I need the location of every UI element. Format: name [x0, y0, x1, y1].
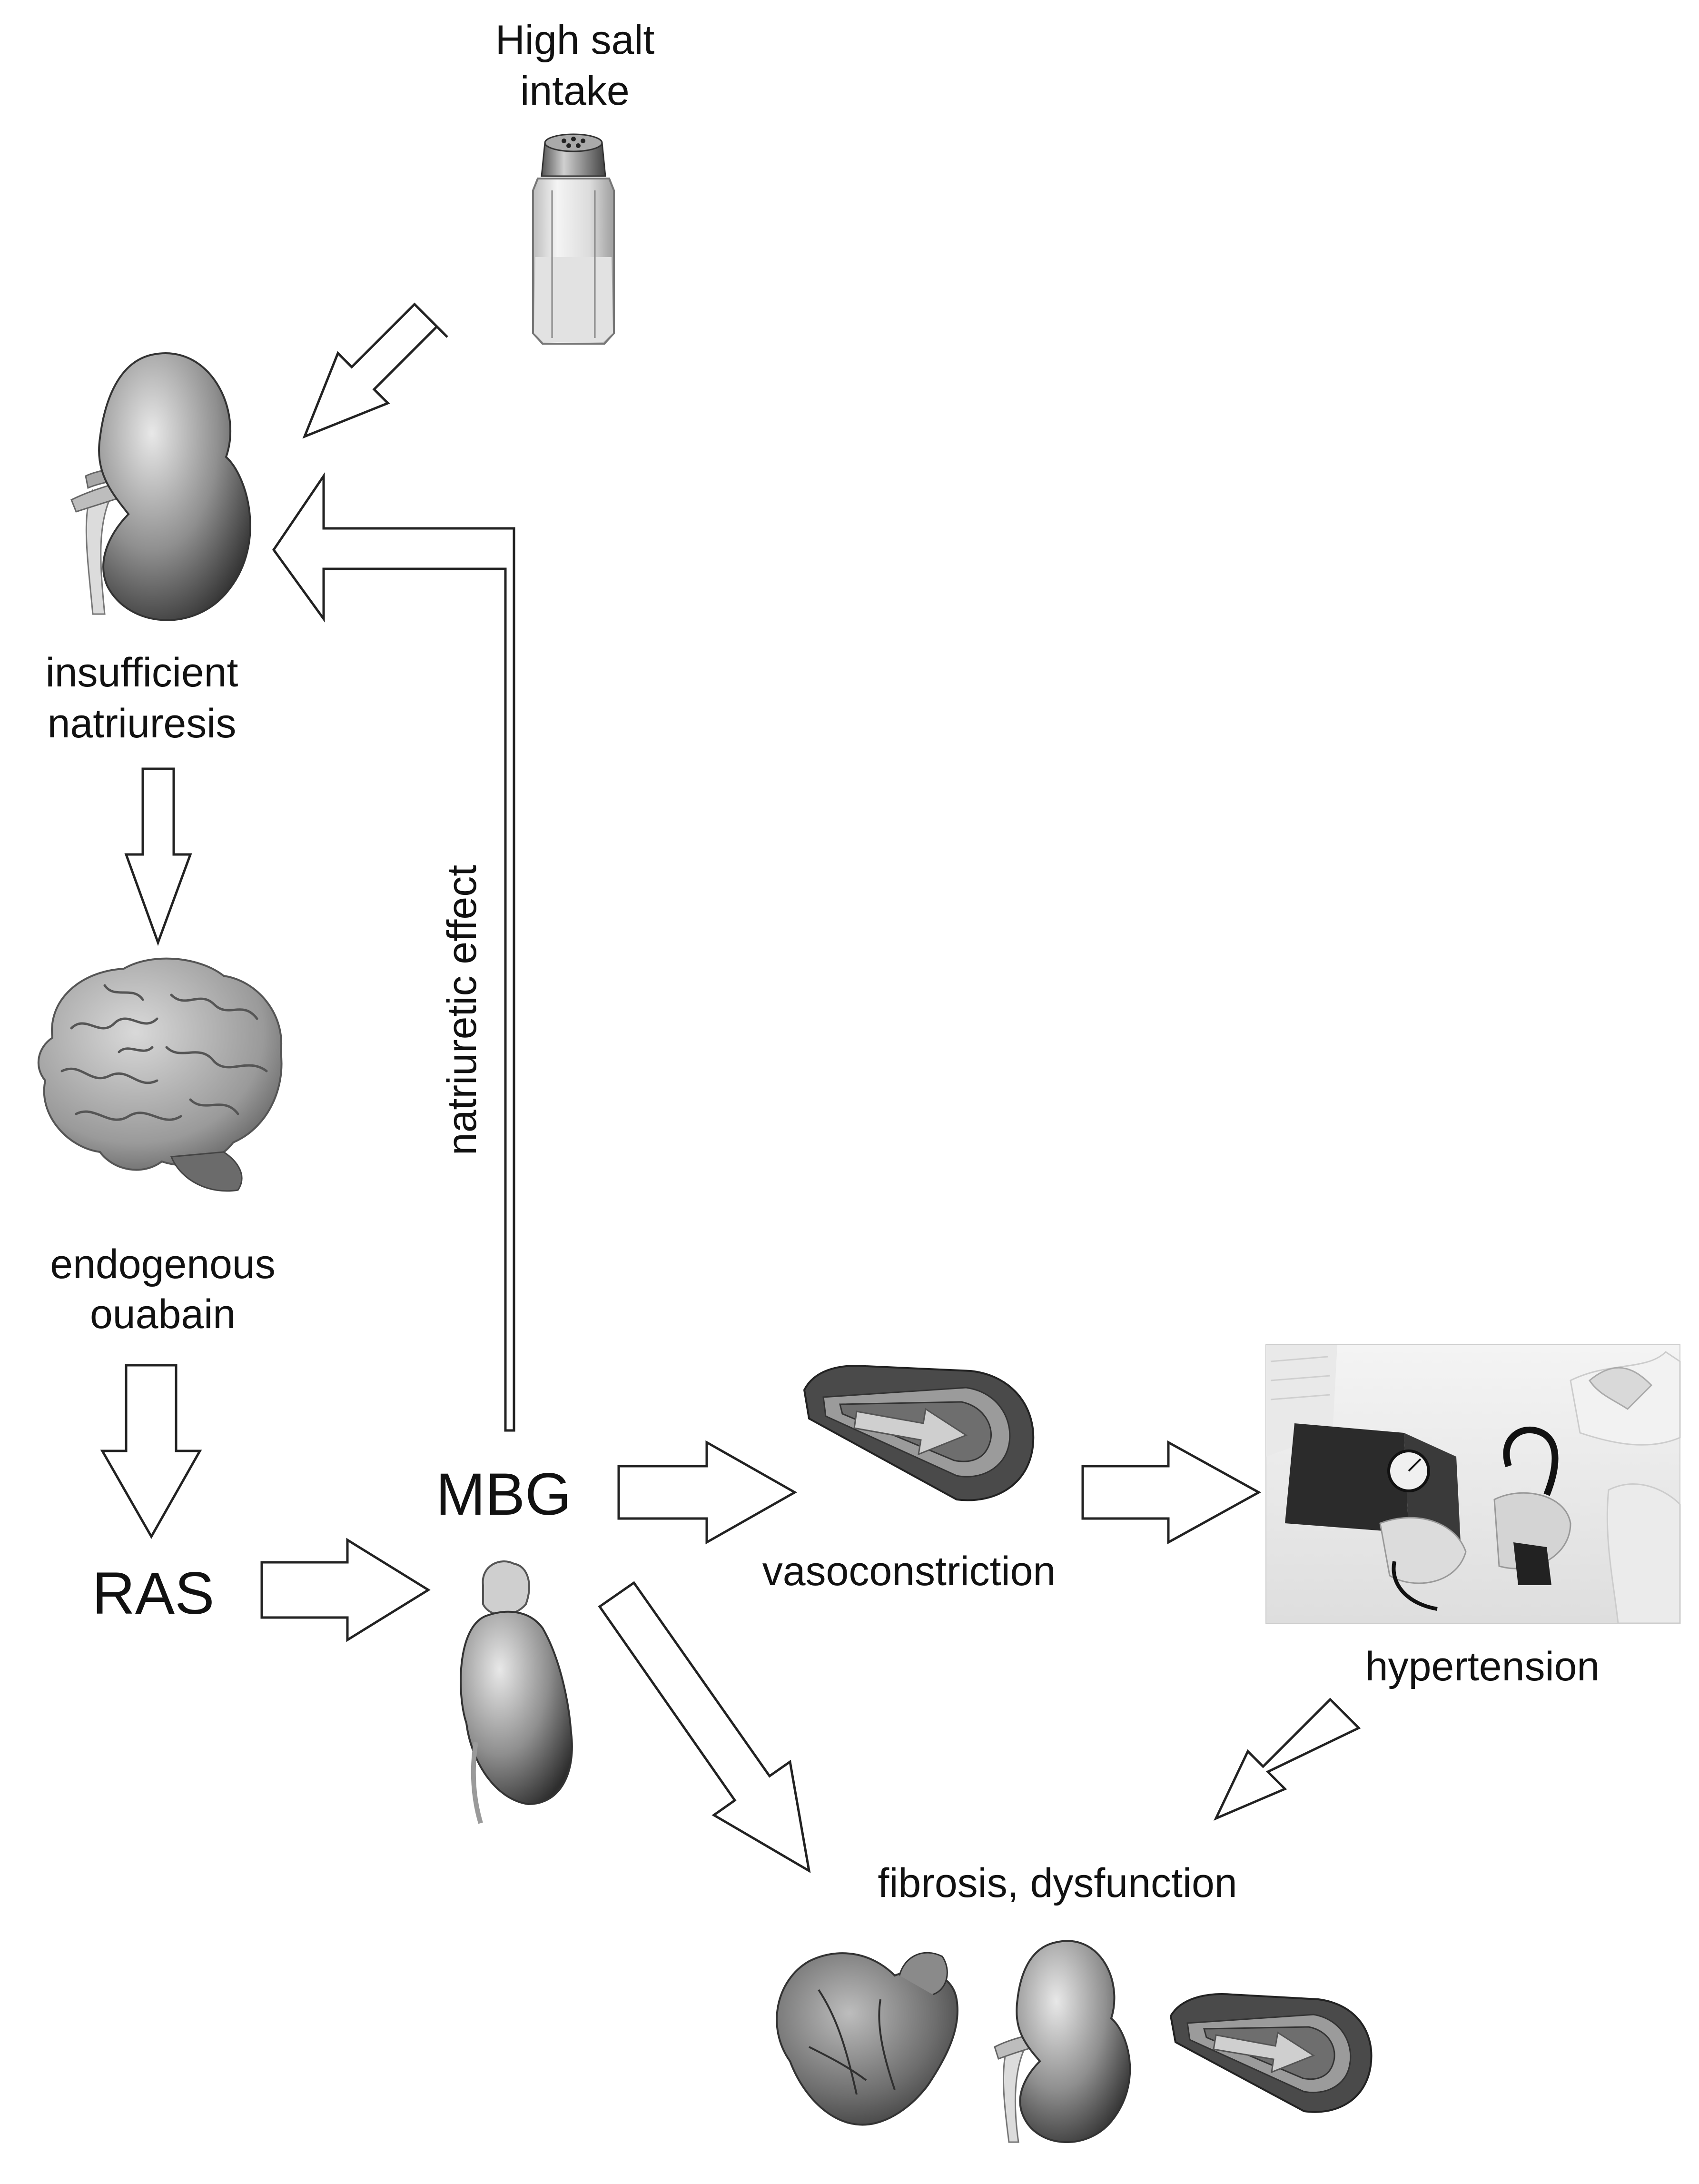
arrow-natriuretic-feedback — [272, 472, 515, 1432]
adrenal-kidney-icon — [460, 1560, 573, 1824]
heart-icon — [776, 1952, 958, 2126]
arrow-hypertension-to-fibrosis — [1213, 1698, 1361, 1821]
artery-cross-section-icon — [1169, 1993, 1373, 2113]
brain-label-line1: endogenous — [50, 1241, 275, 1287]
arrow-brain-to-ras — [100, 1364, 202, 1539]
brain-icon — [37, 957, 283, 1192]
arrow-kidney-to-brain — [124, 767, 192, 946]
salt-label-line2: intake — [520, 68, 630, 114]
artery-cross-section-icon — [803, 1365, 1035, 1501]
salt-label-line1: High salt — [495, 17, 655, 63]
kidney-icon — [994, 1940, 1131, 2144]
fibrosis-label: fibrosis, dysfunction — [878, 1860, 1237, 1906]
mbg-label: MBG — [436, 1461, 572, 1528]
ras-label: RAS — [92, 1560, 214, 1627]
salt-shaker-icon — [532, 133, 615, 345]
brain-label-line2: ouabain — [90, 1291, 236, 1337]
arrow-mbg-to-vasoconstriction — [617, 1440, 798, 1545]
vasoconstriction-label: vasoconstriction — [762, 1549, 1056, 1594]
feedback-label: natriuretic effect — [439, 865, 485, 1155]
arrow-mbg-to-fibrosis — [598, 1581, 811, 1873]
arrow-salt-to-kidney — [302, 302, 448, 439]
kidney-label-line2: natriuresis — [48, 701, 237, 746]
blood-pressure-measurement-icon — [1265, 1344, 1681, 1624]
arrow-vaso-to-hypertension — [1081, 1440, 1262, 1545]
hypertension-label: hypertension — [1365, 1644, 1600, 1689]
kidney-label-line1: insufficient — [46, 650, 238, 695]
arrow-ras-to-mbg — [260, 1538, 431, 1642]
kidney-icon — [70, 352, 251, 621]
